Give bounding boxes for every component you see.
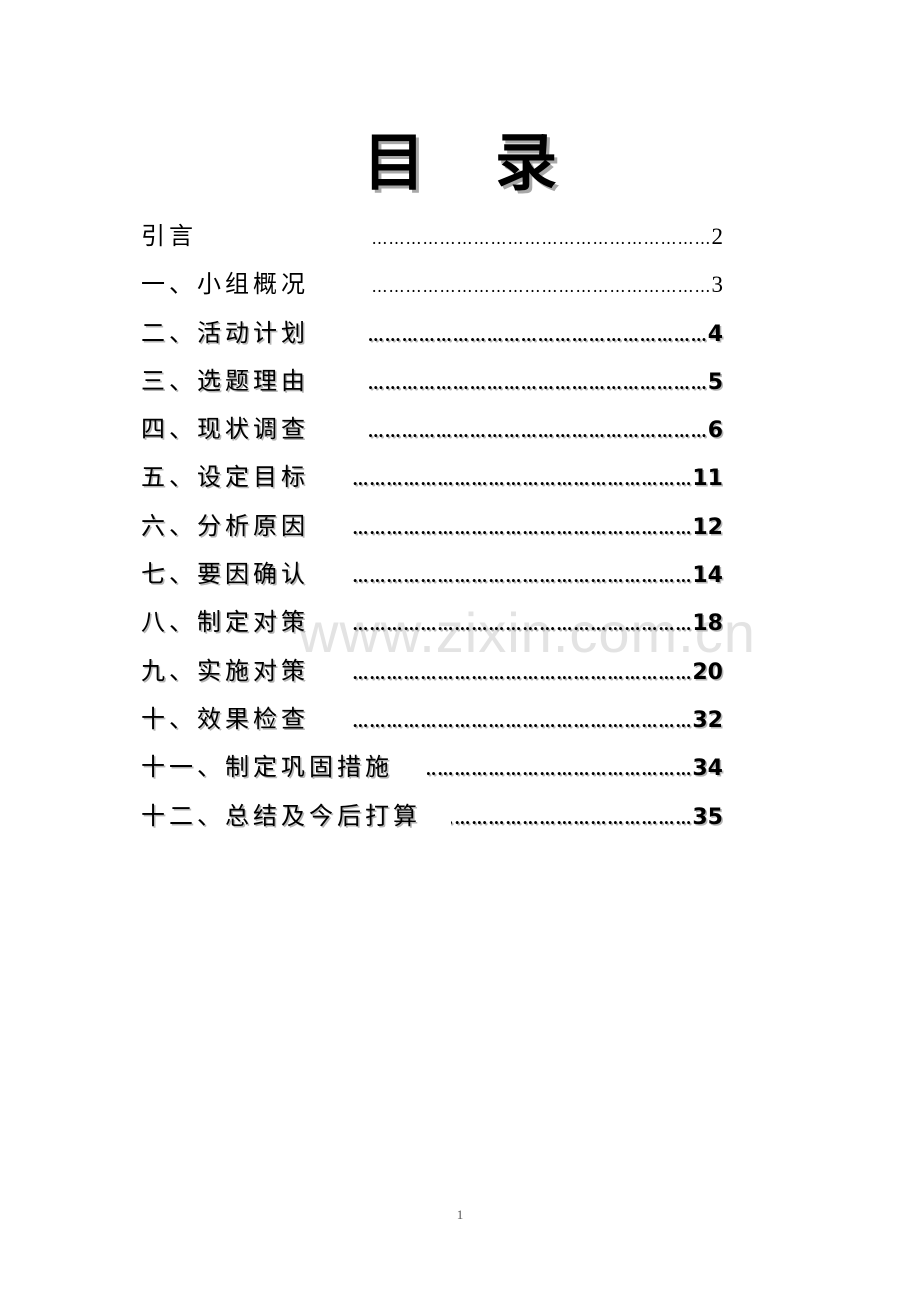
toc-leader-dots: …………………………………………………… [427,760,693,780]
toc-entry-label: 六、分析原因 [141,511,309,540]
toc-entry-label: 引言 [141,222,197,250]
toc-leader-dots: …………………………………………………… [371,229,712,248]
toc-entry-page: 11 [692,466,723,492]
toc-entry-label: 十一、制定巩固措施 [141,753,393,782]
toc-entry-label: 九、实施对策 [141,656,309,685]
toc-entry-effect-check[interactable]: 十、效果检查 …………………………………………………… 32 [141,695,723,743]
toc-entry-topic-reason[interactable]: 三、选题理由 …………………………………………………… 5 [141,357,723,405]
toc-leader-dots: …………………………………………………… [367,325,708,345]
toc-entry-implement-countermeasures[interactable]: 九、实施对策 …………………………………………………… 20 [141,647,723,695]
toc-leader-dots: …………………………………………………… [352,470,693,490]
toc-entry-label: 一、小组概况 [141,270,309,299]
toc-entry-label: 三、选题理由 [141,366,309,395]
toc-entry-formulate-countermeasures[interactable]: 八、制定对策 …………………………………………………… 18 [141,598,723,646]
toc-entry-intro[interactable]: 引言 …………………………………………………… 2 [141,212,723,260]
toc-entry-page: 35 [692,804,723,830]
toc-entry-consolidation-measures[interactable]: 十一、制定巩固措施 …………………………………………………… 34 [141,743,723,791]
toc-entry-page: 6 [707,418,723,444]
toc-entry-page: 14 [692,563,723,589]
toc-entry-set-target[interactable]: 五、设定目标 …………………………………………………… 11 [141,453,723,501]
toc-entry-label: 八、制定对策 [141,608,309,637]
page-title: 目录 [0,128,920,198]
toc-entry-label: 十二、总结及今后打算 [141,801,421,830]
toc-entry-page: 18 [692,611,723,637]
toc-entry-page: 2 [711,224,724,249]
toc-entry-page: 3 [711,272,724,298]
toc-entry-page: 20 [692,659,723,685]
page-number-footer: 1 [456,1207,464,1222]
toc-entry-page: 5 [707,369,723,395]
title-char-2: 录 [495,126,558,199]
toc-entry-confirm-key-causes[interactable]: 七、要因确认 …………………………………………………… 14 [141,550,723,598]
toc-entry-activity-plan[interactable]: 二、活动计划 …………………………………………………… 4 [141,309,723,357]
toc-leader-dots: …………………………………………………… [352,711,693,731]
toc-entry-page: 32 [692,707,723,733]
toc-leader-dots: …………………………………………………… [352,518,693,538]
toc-entry-analyze-causes[interactable]: 六、分析原因 …………………………………………………… 12 [141,502,723,550]
toc-entry-page: 12 [692,514,723,540]
toc-entry-page: 4 [707,321,723,347]
toc-leader-dots: …………………………………………………… [352,615,693,635]
toc-entry-page: 34 [692,756,723,782]
toc-leader-dots: …………………………………………………… [352,567,693,587]
toc-leader-dots: …………………………………………………… [367,422,708,442]
table-of-contents: 引言 …………………………………………………… 2 一、小组概况 …………………… [141,212,723,840]
toc-leader-dots: …………………………………………………… [352,663,693,683]
toc-entry-label: 四、现状调查 [141,415,309,444]
toc-entry-label: 十、效果检查 [141,704,309,733]
title-char-1: 目 [362,126,425,199]
toc-entry-label: 七、要因确认 [141,560,309,589]
toc-entry-summary-plans[interactable]: 十二、总结及今后打算 …………………………………………………… 35 [141,792,723,840]
toc-leader-dots: …………………………………………………… [371,277,712,297]
toc-leader-dots: …………………………………………………… [367,373,708,393]
toc-entry-status-survey[interactable]: 四、现状调查 …………………………………………………… 6 [141,405,723,453]
toc-entry-label: 五、设定目标 [141,463,309,492]
toc-leader-dots: …………………………………………………… [451,808,693,828]
toc-entry-label: 二、活动计划 [141,318,309,347]
toc-entry-group-overview[interactable]: 一、小组概况 …………………………………………………… 3 [141,260,723,308]
